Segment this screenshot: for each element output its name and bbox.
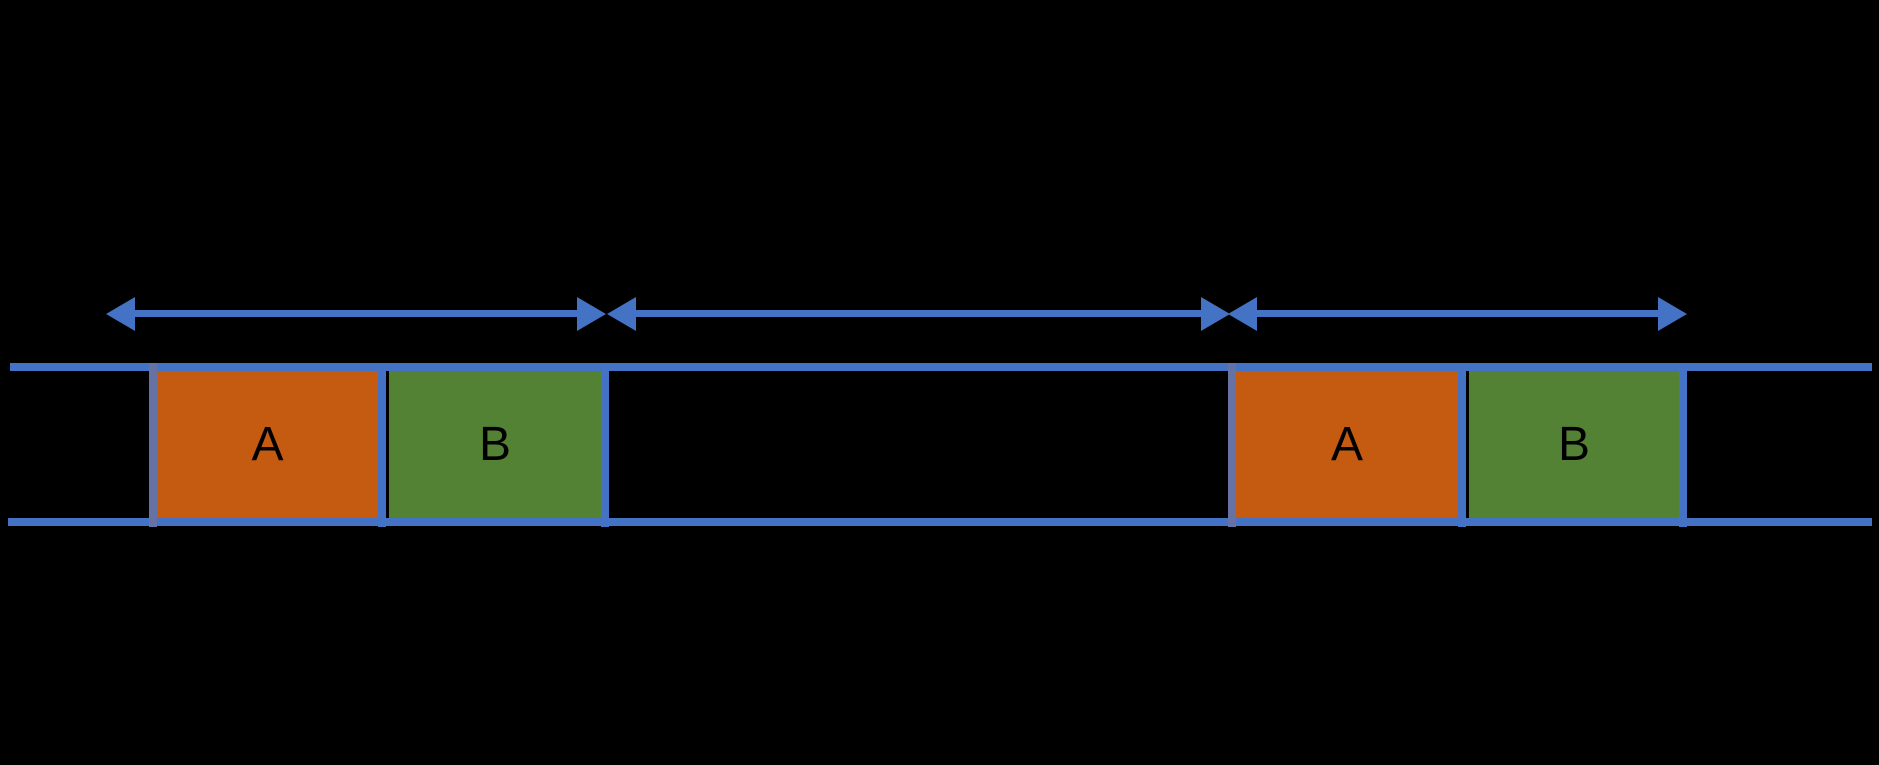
task-a-block-instance1: A [157,371,378,518]
arrow2-shaft [636,310,1201,317]
task-a-label: A [251,417,284,471]
instance2-a-b-divider-line [1458,363,1466,527]
task-a-label: A [1330,417,1363,471]
instance1-start-boundary-line [149,363,157,527]
task-b-block-instance1: B [389,371,601,518]
task-b-label: B [478,417,511,471]
task-a-block-instance2: A [1236,371,1458,518]
arrow2-left-arrowhead-icon [607,297,636,331]
arrow2-right-arrowhead-icon [1201,297,1230,331]
arrow3-left-arrowhead-icon [1228,297,1257,331]
task-b-label: B [1557,417,1590,471]
task-b-block-instance2: B [1469,371,1679,518]
instance2-end-tick-line [1679,363,1687,527]
arrow1-right-arrowhead-icon [577,297,606,331]
arrow1-shaft [135,310,577,317]
instance1-a-b-divider-line [378,363,386,527]
arrow3-shaft [1257,310,1658,317]
timeline-upper-rail [10,363,1872,371]
timeline-lower-rail [8,518,1872,526]
arrow3-right-arrowhead-icon [1658,297,1687,331]
instance2-start-boundary-line [1228,363,1236,527]
arrow1-left-arrowhead-icon [106,297,135,331]
instance1-end-tick-line [601,363,609,527]
